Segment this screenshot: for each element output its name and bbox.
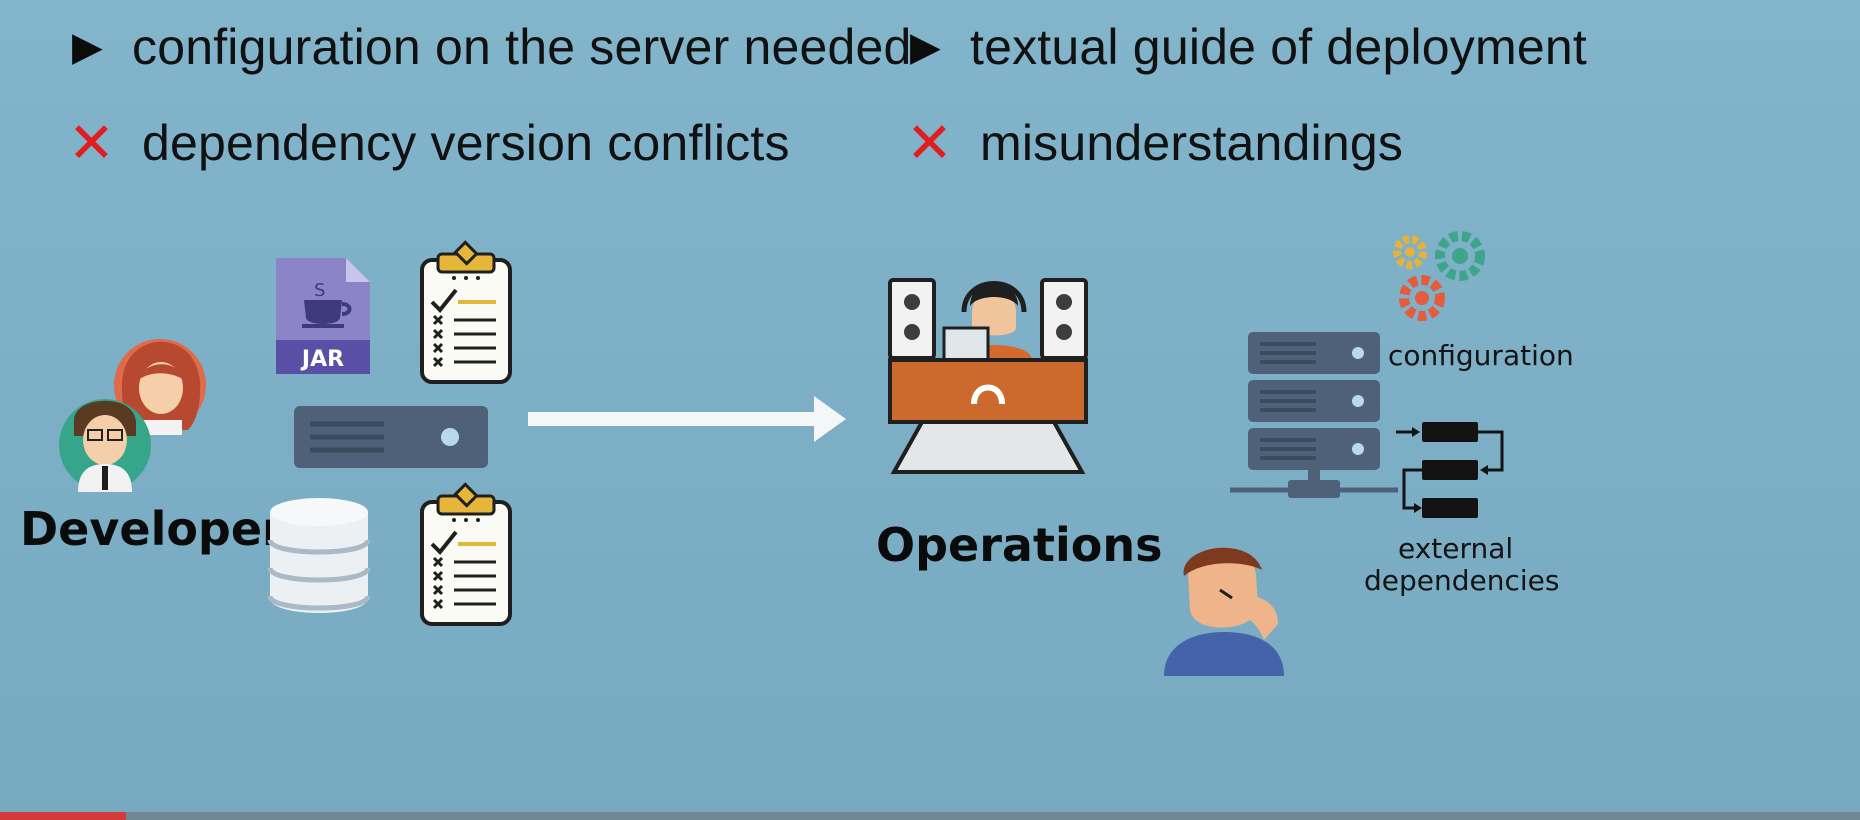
operations-label: Operations [876,518,1163,572]
play-triangle-icon: ▶ [72,25,103,69]
play-triangle-icon: ▶ [910,25,941,69]
configuration-label: configuration [1388,339,1574,372]
bullet-text: dependency version conflicts [142,115,790,171]
dependency-flow-icon [1396,422,1504,518]
bullet-textual-guide: ▶ textual guide of deployment [910,18,1587,76]
video-progress-bar[interactable] [0,812,1860,820]
checklist-clipboard-icon [420,482,512,626]
server-unit-icon [294,406,488,468]
bullet-misunderstandings: ✕ misunderstandings [906,110,1403,176]
database-icon [267,498,371,613]
stressed-person-icon [1164,547,1284,676]
video-progress-fill [0,812,126,820]
bullet-text: misunderstandings [980,115,1404,171]
external-label-line2: dependencies [1364,564,1560,597]
operations-desk-icon [888,278,1088,474]
developer-label: Developer [20,502,285,556]
checklist-clipboard-icon [420,240,512,384]
java-steam-mark: S [314,280,325,301]
developer-avatars-icon [59,339,206,492]
jar-label: JAR [300,347,344,372]
external-label-line1: external [1398,532,1514,565]
red-cross-icon: ✕ [68,111,116,174]
right-arrow-icon [528,396,846,442]
bullet-text: textual guide of deployment [970,19,1587,75]
bullet-config-needed: ▶ configuration on the server needed [72,18,912,76]
gears-icon [1393,231,1485,321]
bullet-text: configuration on the server needed [132,19,912,75]
bullet-dependency-conflicts: ✕ dependency version conflicts [68,110,790,176]
jar-file-icon: JAR S [276,258,370,374]
red-cross-icon: ✕ [906,111,954,174]
server-rack-icon [1230,332,1398,498]
